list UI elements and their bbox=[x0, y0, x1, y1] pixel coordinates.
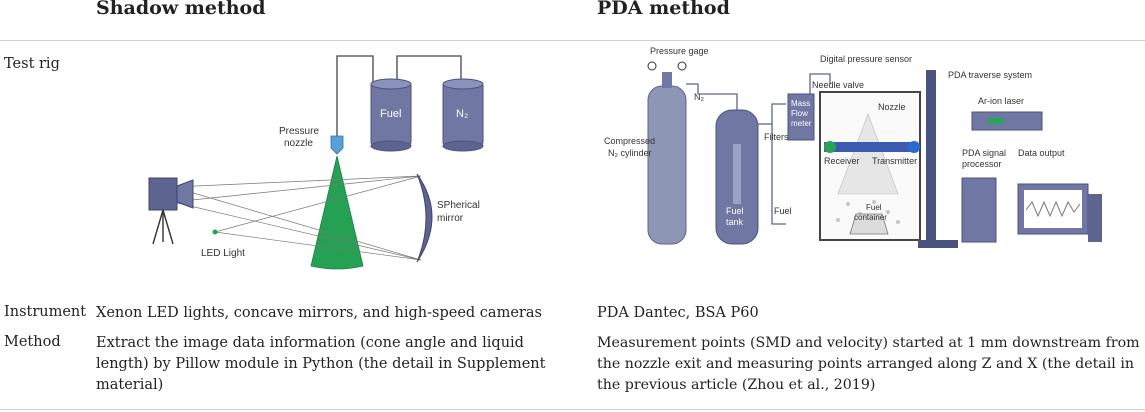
mirror-label-1: SPherical bbox=[437, 200, 480, 211]
mirror-label-2: mirror bbox=[437, 213, 464, 224]
led-light-label: LED Light bbox=[201, 248, 245, 259]
method-shadow: Extract the image data information (cone… bbox=[96, 335, 546, 393]
traverse-tower bbox=[926, 70, 936, 246]
pda-pipes bbox=[686, 73, 831, 225]
header-pda-method: PDA method bbox=[597, 0, 730, 19]
needle-valve-label: Needle valve bbox=[812, 80, 864, 90]
table-bottom-rule bbox=[0, 409, 1145, 410]
row-label-instrument: Instrument bbox=[4, 304, 87, 320]
spherical-mirror bbox=[416, 173, 433, 263]
row-label-test-rig: Test rig bbox=[4, 56, 60, 72]
compressed-label-1: Compressed bbox=[604, 136, 655, 146]
led-light-dot bbox=[212, 229, 218, 235]
signal-label-1: PDA signal bbox=[962, 148, 1006, 158]
fuel-pipe bbox=[336, 55, 374, 136]
instrument-shadow: Xenon LED lights, concave mirrors, and h… bbox=[96, 305, 542, 321]
container-label-1: Fuel bbox=[866, 203, 882, 212]
camera-shape bbox=[148, 177, 194, 245]
pda-spray-cone bbox=[837, 113, 899, 195]
data-output-label: Data output bbox=[1018, 148, 1065, 158]
mfm-label-1: Mass bbox=[791, 99, 810, 108]
light-paths bbox=[172, 175, 422, 261]
transmitter-label: Transmitter bbox=[872, 156, 917, 166]
compressed-label-2: N₂ cylinder bbox=[608, 148, 652, 158]
n2-line-label: N₂ bbox=[694, 92, 704, 102]
table-header: Shadow method PDA method bbox=[0, 0, 1145, 41]
n2-label: N₂ bbox=[456, 108, 468, 120]
nozzle-shape bbox=[330, 135, 344, 155]
spray-cone bbox=[310, 155, 364, 270]
method-pda: Measurement points (SMD and velocity) st… bbox=[597, 335, 1140, 393]
receiver-transmitter-rail bbox=[824, 142, 918, 152]
pressure-nozzle-label-1: Pressure bbox=[279, 126, 319, 137]
laser-shape bbox=[971, 111, 1043, 131]
container-label-2: container bbox=[854, 213, 887, 222]
shadow-method-figure: Fuel N₂ Pressure nozzle SPherical mirror… bbox=[148, 55, 484, 270]
n2-tank-shape bbox=[442, 78, 484, 152]
computer-shape bbox=[1017, 183, 1102, 242]
fuel-tank-shape bbox=[370, 78, 412, 152]
filters-label: Filters bbox=[764, 132, 789, 142]
fuel-label: Fuel bbox=[380, 108, 401, 120]
pda-method-figure: Pressure gage Compressed N₂ cylinder N₂ … bbox=[604, 46, 1102, 248]
fuel-tank-label-1: Fuel bbox=[726, 206, 744, 216]
fuel-tank-label-2: tank bbox=[726, 217, 744, 227]
traverse-label: PDA traverse system bbox=[948, 70, 1032, 80]
receiver-label: Receiver bbox=[824, 156, 860, 166]
mfm-label-3: meter bbox=[791, 119, 812, 128]
header-shadow-method: Shadow method bbox=[96, 0, 266, 19]
laser-label: Ar-ion laser bbox=[978, 96, 1024, 106]
n2-cylinder-shape bbox=[647, 72, 687, 245]
mfm-label-2: Flow bbox=[791, 109, 808, 118]
fuel-container-shape bbox=[849, 213, 889, 235]
digital-sensor-label: Digital pressure sensor bbox=[820, 54, 912, 64]
instrument-pda: PDA Dantec, BSA P60 bbox=[597, 305, 759, 321]
signal-processor-shape bbox=[961, 177, 997, 243]
n2-pipe bbox=[396, 55, 462, 84]
fuel-line-label: Fuel bbox=[774, 206, 792, 216]
pressure-gage-label: Pressure gage bbox=[650, 46, 709, 56]
signal-label-2: processor bbox=[962, 159, 1002, 169]
pressure-nozzle-label-2: nozzle bbox=[284, 138, 313, 149]
mass-flow-meter bbox=[787, 93, 815, 141]
nozzle-label: Nozzle bbox=[878, 102, 906, 112]
row-label-method: Method bbox=[4, 334, 61, 350]
